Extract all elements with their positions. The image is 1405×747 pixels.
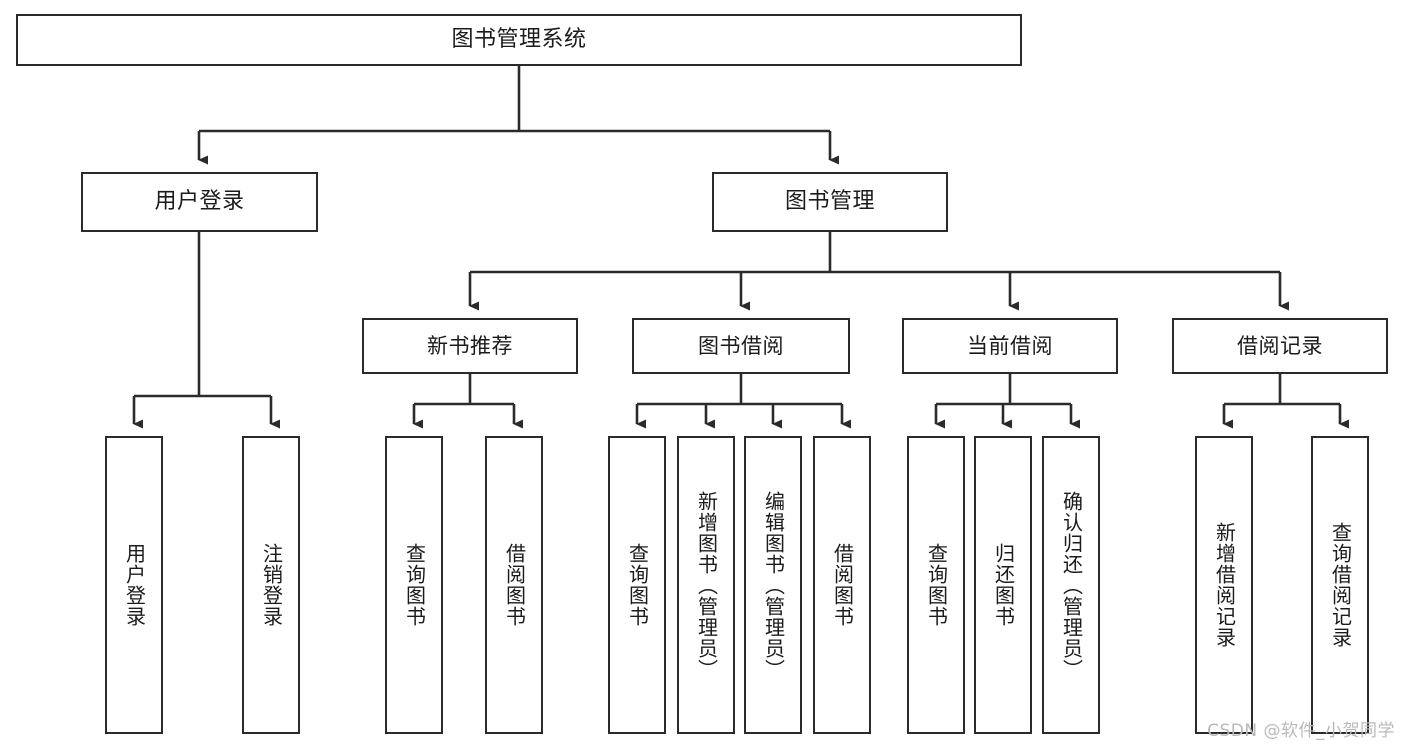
node-leaf-confirm-return-admin[interactable]: 确认归还（管理员） xyxy=(1042,436,1100,734)
csdn-watermark: CSDN @软件_小贺同学 xyxy=(1207,721,1395,741)
node-leaf-add-borrow-record[interactable]: 新增借阅记录 xyxy=(1195,436,1253,734)
node-label: 确认归还（管理员） xyxy=(1059,490,1084,680)
node-book-borrowing[interactable]: 图书借阅 xyxy=(632,318,850,374)
node-label: 注销登录 xyxy=(259,543,284,627)
node-label: 借阅记录 xyxy=(1237,333,1323,358)
node-leaf-query-borrow-record[interactable]: 查询借阅记录 xyxy=(1311,436,1369,734)
node-label: 用户登录 xyxy=(122,543,147,627)
node-leaf-return-book[interactable]: 归还图书 xyxy=(974,436,1032,734)
node-label: 当前借阅 xyxy=(967,333,1053,358)
node-leaf-query-book-current[interactable]: 查询图书 xyxy=(907,436,965,734)
node-label: 编辑图书（管理员） xyxy=(761,490,786,680)
node-leaf-query-book-recommend[interactable]: 查询图书 xyxy=(385,436,443,734)
node-user-login[interactable]: 用户登录 xyxy=(81,172,318,232)
node-book-management-system[interactable]: 图书管理系统 xyxy=(16,14,1022,66)
node-leaf-borrow-book-recommend[interactable]: 借阅图书 xyxy=(485,436,543,734)
node-current-borrowing[interactable]: 当前借阅 xyxy=(902,318,1118,374)
node-leaf-logout[interactable]: 注销登录 xyxy=(242,436,300,734)
node-label: 用户登录 xyxy=(154,189,245,215)
node-label: 查询借阅记录 xyxy=(1328,522,1353,648)
node-label: 查询图书 xyxy=(402,543,427,627)
node-label: 查询图书 xyxy=(625,543,650,627)
node-leaf-borrow-book[interactable]: 借阅图书 xyxy=(813,436,871,734)
node-label: 归还图书 xyxy=(991,543,1016,627)
node-label: 查询图书 xyxy=(924,543,949,627)
node-leaf-query-book-borrow[interactable]: 查询图书 xyxy=(608,436,666,734)
node-leaf-edit-book-admin[interactable]: 编辑图书（管理员） xyxy=(744,436,802,734)
node-label: 借阅图书 xyxy=(830,543,855,627)
node-label: 新增借阅记录 xyxy=(1212,522,1237,648)
node-label: 借阅图书 xyxy=(502,543,527,627)
node-label: 新增图书（管理员） xyxy=(694,490,719,680)
node-new-book-recommendation[interactable]: 新书推荐 xyxy=(362,318,578,374)
node-leaf-add-book-admin[interactable]: 新增图书（管理员） xyxy=(677,436,735,734)
node-label: 图书管理系统 xyxy=(451,27,587,53)
node-book-management[interactable]: 图书管理 xyxy=(712,172,948,232)
node-label: 图书借阅 xyxy=(698,333,784,358)
node-label: 新书推荐 xyxy=(427,333,513,358)
node-label: 图书管理 xyxy=(784,189,875,215)
node-borrowing-record[interactable]: 借阅记录 xyxy=(1172,318,1388,374)
node-leaf-user-login[interactable]: 用户登录 xyxy=(105,436,163,734)
